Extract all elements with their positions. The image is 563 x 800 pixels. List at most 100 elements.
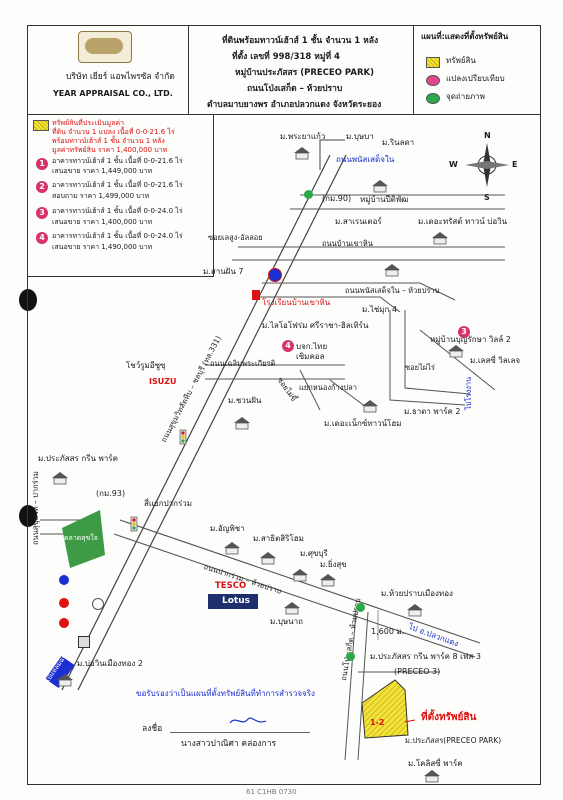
info-box bbox=[27, 114, 214, 277]
comparable-4-line: อาคารทาวน์เฮ้าส์ 1 ชั้น เนื้อที่ 0-0-24.… bbox=[52, 232, 183, 240]
label-isuzu: ISUZU bbox=[149, 377, 177, 386]
poi-icon bbox=[78, 636, 90, 648]
label-rinlada: ม.รินลดา bbox=[382, 138, 415, 147]
school-flag-icon bbox=[252, 290, 260, 300]
signature-line bbox=[170, 732, 310, 733]
label-soi-lasang: ซอยเลสูง-อัลลอย bbox=[208, 233, 263, 242]
comparable-2-line: อาคารทาวน์เฮ้าส์ 1 ชั้น เนื้อที่ 0-0-21.… bbox=[52, 181, 183, 189]
house-icon bbox=[50, 470, 70, 485]
label-bkk-thai: บจก.ไทย bbox=[296, 342, 328, 351]
signer-name: นางสาวปาณิศา คล่องการ bbox=[181, 739, 277, 749]
property-parcel bbox=[361, 679, 409, 739]
legend-title: แผนที่:แสดงที่ตั้งทรัพย์สิน bbox=[421, 32, 509, 41]
label-prapassorn-gp8: ม.ประภัสสร กรีน พาร์ค 8 เฟส 3 bbox=[370, 652, 482, 661]
label-sahisiri: ม.สาธิตสิริโฮม bbox=[253, 534, 304, 543]
house-icon bbox=[222, 540, 242, 555]
house-icon bbox=[405, 602, 425, 617]
poi-icon bbox=[59, 598, 69, 608]
label-school: โรงเรียนบ้านเขาหิน bbox=[262, 298, 331, 307]
label-road-pnl-hp: ถนนพนัสเสด็จใน – ห้วยปราบ bbox=[345, 286, 440, 295]
punch-hole bbox=[19, 505, 37, 527]
poi-icon bbox=[59, 618, 69, 628]
title-line-3: หมู่บ้านประภัสสร (PRECEO PARK) bbox=[235, 68, 374, 78]
house-icon bbox=[258, 550, 278, 565]
label-sanfun7: ม.สานฝัน 7 bbox=[203, 267, 244, 276]
label-prapassorn-green: ม.ประภัสสร กรีน พาร์ค bbox=[38, 454, 118, 463]
label-sermkohl: เซิมคอล bbox=[296, 352, 325, 361]
property-note-line: ที่ดิน จำนวน 1 แปลง เนื้อที่ 0-0-21.6 ไร… bbox=[52, 128, 175, 136]
company-logo bbox=[78, 31, 132, 63]
house-icon bbox=[232, 415, 252, 430]
house-icon bbox=[318, 572, 338, 587]
label-lse-wil: ม.เลสซี่ วิลเลจ bbox=[470, 356, 521, 365]
label-soi-phai: ซอยไผ่ไร่ bbox=[405, 363, 435, 372]
label-toutes: ม.เดอะทรัสต์ ทาวน์ บ่อวิน bbox=[418, 217, 508, 226]
house-icon bbox=[422, 768, 442, 783]
label-road-phanaes: ถนนพนัสเสด็จใน bbox=[336, 155, 395, 164]
signature bbox=[229, 717, 267, 724]
logo-emblem-icon bbox=[85, 38, 123, 54]
label-yupin-right: ไปโรงงาน bbox=[464, 376, 473, 410]
label-nava-center: ม.สาเรนเตอร์ bbox=[335, 217, 382, 226]
label-km93: (กม.93) bbox=[96, 489, 126, 498]
label-road-left-v: ถนนสุขุมวิท – ปากร่วม bbox=[31, 471, 40, 545]
title-line-2: ที่ตั้ง เลขที่ 998/318 หมู่ที่ 4 bbox=[232, 52, 340, 62]
header-divider bbox=[188, 25, 190, 115]
compass-n: N bbox=[484, 131, 491, 140]
house-icon bbox=[430, 230, 450, 245]
comparable-3-line: เสนอขาย ราคา 1,400,000 บาท bbox=[52, 218, 153, 226]
map-comparable-3: 3 bbox=[458, 326, 470, 338]
title-line-1: ที่ดินพร้อมทาวน์เฮ้าส์ 1 ชั้น จำนวน 1 หล… bbox=[222, 36, 379, 46]
comparable-marker-3: 3 bbox=[36, 207, 48, 219]
label-lloyd: ม.ไลโอโฟร่ม ศรีราชา-ฮิลเทิร์น bbox=[262, 321, 369, 330]
certification-statement: ขอรับรองว่าเป็นแผนที่ตั้งทรัพย์สินที่ทำก… bbox=[136, 689, 315, 698]
lotus-logo bbox=[208, 594, 258, 609]
header-bottom-line bbox=[27, 114, 541, 116]
compass-s: S bbox=[484, 193, 490, 202]
label-baan-boonruksa: หมู่บ้านบุญรักษา วิลล์ 2 bbox=[430, 335, 511, 344]
label-property: ที่ตั้งทรัพย์สิน bbox=[421, 712, 477, 723]
house-icon bbox=[446, 343, 466, 358]
label-property-code: 1-2 bbox=[370, 718, 385, 727]
market-area bbox=[62, 510, 105, 568]
map-comparable-4: 4 bbox=[282, 340, 294, 352]
poi-icon bbox=[268, 268, 282, 282]
label-rodnam: ม.ธาดา พาร์ค 2 bbox=[404, 407, 461, 416]
label-km90: (กม.90) bbox=[322, 194, 352, 203]
legend-photo-swatch bbox=[426, 93, 440, 104]
label-boowin-muang2: ม.บ่อวินเมืองทอง 2 bbox=[77, 659, 143, 668]
property-swatch bbox=[33, 120, 49, 131]
label-pleasant: หมู่บ้านปีติพัฒ bbox=[360, 195, 409, 204]
label-aphicha: ม.อัญพิชา bbox=[210, 524, 245, 533]
property-note-line: ทรัพย์สินที่ประเมินมูลค่า bbox=[52, 119, 125, 127]
header-divider bbox=[413, 25, 415, 115]
comparable-3-line: อาคารทาวน์เฮ้าส์ 1 ชั้น เนื้อที่ 0-0-24.… bbox=[52, 207, 183, 215]
label-phraya-kaew: ม.พระยาแก้ว bbox=[280, 132, 326, 141]
label-intersection: สี่แยกปากร่วม bbox=[144, 499, 193, 508]
compass-icon bbox=[465, 143, 509, 187]
title-line-5: ตำบลมาบยางพร อำเภอปลวกแดง จังหวัดระยอง bbox=[207, 100, 382, 110]
comparable-marker-2: 2 bbox=[36, 181, 48, 193]
legend-property-swatch bbox=[426, 57, 440, 68]
comparable-1-line: อาคารทาวน์เฮ้าส์ 1 ชั้น เนื้อที่ 0-0-21.… bbox=[52, 157, 183, 165]
label-kolossi: ม.โคลิสซี่ พาร์ค bbox=[408, 759, 463, 768]
house-icon bbox=[290, 567, 310, 582]
label-boen-fa: ม.ชวนฝัน bbox=[228, 396, 262, 405]
label-showroom: โชว์รูมอีซูซุ bbox=[126, 361, 166, 370]
comparable-4-line: เสนอขาย ราคา 1,490,000 บาท bbox=[52, 243, 153, 251]
compass-w: W bbox=[449, 160, 458, 169]
label-bunnad: ม.บุษนาถ bbox=[270, 617, 303, 626]
compass-rose bbox=[457, 135, 517, 195]
label-junction: แยกหนองก้างปลา bbox=[299, 383, 357, 392]
legend-photo-label: จุดถ่ายภาพ bbox=[446, 92, 485, 101]
property-note-line: มูลค่าทรัพย์สิน ราคา 1,400,000 บาท bbox=[52, 146, 168, 154]
label-huaiprab-muang: ม.ห้วยปราบเมืองทอง bbox=[381, 589, 453, 598]
punch-hole bbox=[19, 289, 37, 311]
label-bynet: ม.เดอะเน็กซ์ทาวน์โฮม bbox=[324, 419, 402, 428]
label-road-banchaphin: ถนนบ้านเขาหิน bbox=[322, 239, 373, 248]
label-preceo-park: ม.ประภัสสร(PRECEO PARK) bbox=[405, 736, 502, 745]
label-market: ตลาดสุขใจ bbox=[64, 534, 98, 542]
poi-icon bbox=[92, 598, 104, 610]
photo-point-icon bbox=[356, 603, 365, 612]
